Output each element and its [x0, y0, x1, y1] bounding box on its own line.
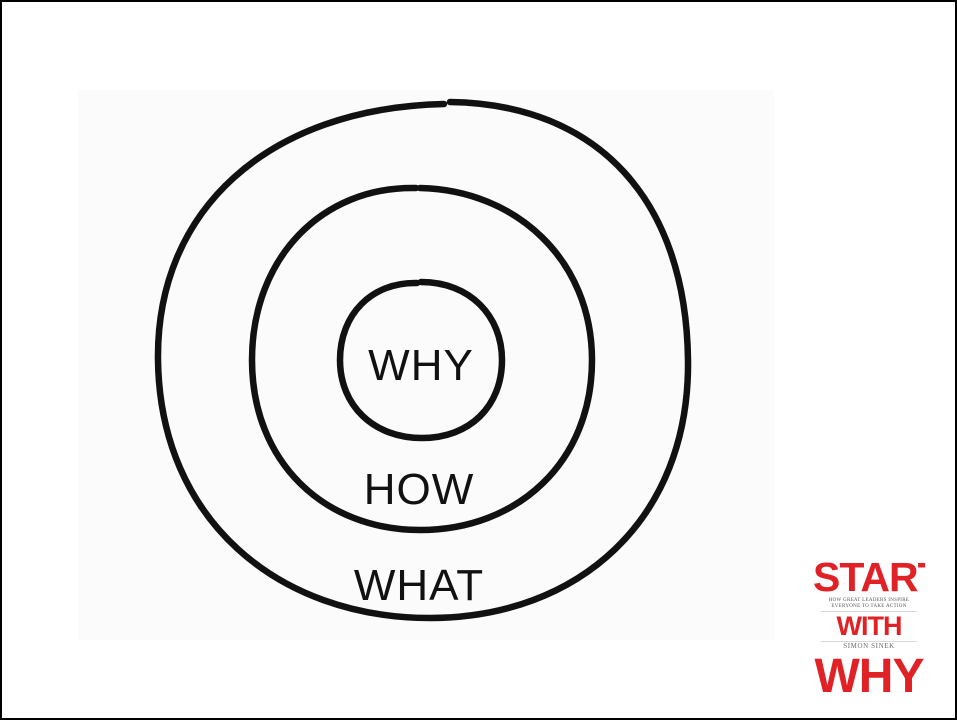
book-title-with: WITH — [836, 611, 903, 641]
ring-label-how: HOW — [364, 465, 475, 514]
book-title-start: START — [813, 557, 925, 600]
ring-label-what: WHAT — [354, 561, 484, 610]
book-author: SIMON SINEK — [843, 642, 895, 650]
book-cover-start-with-why: START HOW GREAT LEADERS INSPIRE EVERYONE… — [813, 557, 925, 701]
book-subtitle-line1: HOW GREAT LEADERS INSPIRE — [828, 598, 910, 603]
book-rule-top — [821, 611, 917, 612]
golden-circle-svg: WHY HOW WHAT — [154, 98, 692, 622]
middle-ring-how — [248, 184, 596, 534]
book-rule-middle — [821, 641, 917, 642]
book-subtitle-line2: EVERYONE TO TAKE ACTION — [831, 604, 907, 609]
outer-ring-what — [154, 98, 692, 622]
inner-ring-why — [336, 278, 506, 442]
book-title-why: WHY — [814, 650, 925, 701]
golden-circle-diagram: WHY HOW WHAT — [78, 90, 774, 640]
ring-label-why: WHY — [368, 341, 474, 390]
